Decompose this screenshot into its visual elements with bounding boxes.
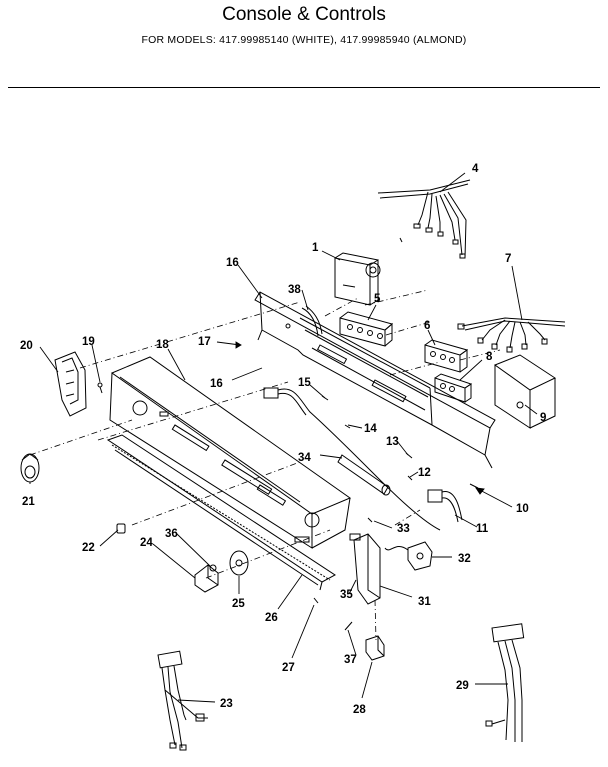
part-21-knob — [20, 453, 40, 483]
callout-9: 10 — [516, 503, 529, 515]
callout-21: 21 — [22, 496, 35, 508]
assembly-guide-lines — [29, 289, 501, 641]
callout-16: 17 — [198, 336, 211, 348]
part-34-tube — [337, 454, 391, 496]
callout-38: 37 — [344, 654, 357, 666]
part-25-dial — [229, 550, 249, 576]
part-5-switch — [424, 339, 469, 373]
part-18-console-backsplash — [109, 356, 352, 549]
part-24-knob — [194, 564, 219, 593]
header-divider — [8, 87, 600, 88]
callout-14: 15 — [298, 377, 311, 389]
callout-28: 28 — [353, 704, 366, 716]
diagram-title: Console & Controls — [222, 4, 386, 25]
callout-13: 14 — [364, 423, 377, 435]
callout-31: 31 — [418, 596, 431, 608]
callout-22: 22 — [82, 542, 95, 554]
part-31-bracket — [349, 533, 381, 605]
part-4-switch — [339, 311, 394, 347]
callout-29: 29 — [456, 680, 469, 692]
part-37-wire-harness — [301, 305, 323, 337]
callout-7: 8 — [486, 351, 493, 363]
part-32-switch — [384, 541, 433, 571]
models-subtitle: FOR MODELS: 417.99985140 (WHITE), 417.99… — [141, 34, 467, 46]
callout-18: 18 — [156, 339, 169, 351]
callout-23: 23 — [220, 698, 233, 710]
part-29-wire-harness — [485, 623, 525, 742]
callout-11: 12 — [418, 467, 431, 479]
callout-32: 32 — [458, 553, 471, 565]
callout-8: 9 — [540, 412, 546, 424]
callout-25: 25 — [232, 598, 245, 610]
part-14-harness-plug — [263, 387, 441, 531]
callout-1: 1 — [312, 242, 319, 254]
callout-3: 4 — [472, 163, 479, 175]
part-17-console-panel — [254, 291, 496, 469]
callout-6: 7 — [505, 253, 511, 265]
callout-12: 13 — [386, 436, 399, 448]
callout-27: 27 — [282, 662, 295, 674]
callout-15: 16 — [210, 378, 223, 390]
part-20-end-cap — [54, 351, 87, 417]
part-22-knob — [116, 523, 126, 534]
callout-36: 36 — [165, 528, 178, 540]
callout-4: 5 — [374, 293, 381, 305]
part-7-switch — [434, 373, 473, 403]
callout-labels: 4 1 16 38 5 7 6 8 9 10 11 12 13 14 15 16… — [20, 163, 546, 716]
part-6-wire-harness — [457, 317, 566, 353]
screws — [313, 395, 479, 631]
part-10-switch — [427, 489, 463, 523]
callout-17: 16 — [226, 257, 239, 269]
callout-26: 26 — [265, 612, 278, 624]
callout-5: 6 — [424, 320, 430, 332]
leader-lines — [29, 172, 538, 703]
callout-37: 38 — [288, 284, 301, 296]
callout-35: 35 — [340, 589, 353, 601]
part-23-wire-harness — [157, 650, 208, 751]
callout-33: 33 — [397, 523, 410, 535]
part-28-switch — [365, 635, 385, 661]
callout-20: 20 — [20, 340, 33, 352]
part-1-timer — [334, 252, 381, 306]
part-19-screw — [97, 382, 103, 394]
part-3-wire-harness — [377, 179, 471, 259]
callout-10: 11 — [476, 523, 489, 535]
part-26-console-trim — [106, 434, 336, 591]
callout-19: 19 — [82, 336, 95, 348]
part-36-clip — [209, 564, 217, 572]
callout-34: 34 — [298, 452, 311, 464]
callout-24: 24 — [140, 537, 153, 549]
